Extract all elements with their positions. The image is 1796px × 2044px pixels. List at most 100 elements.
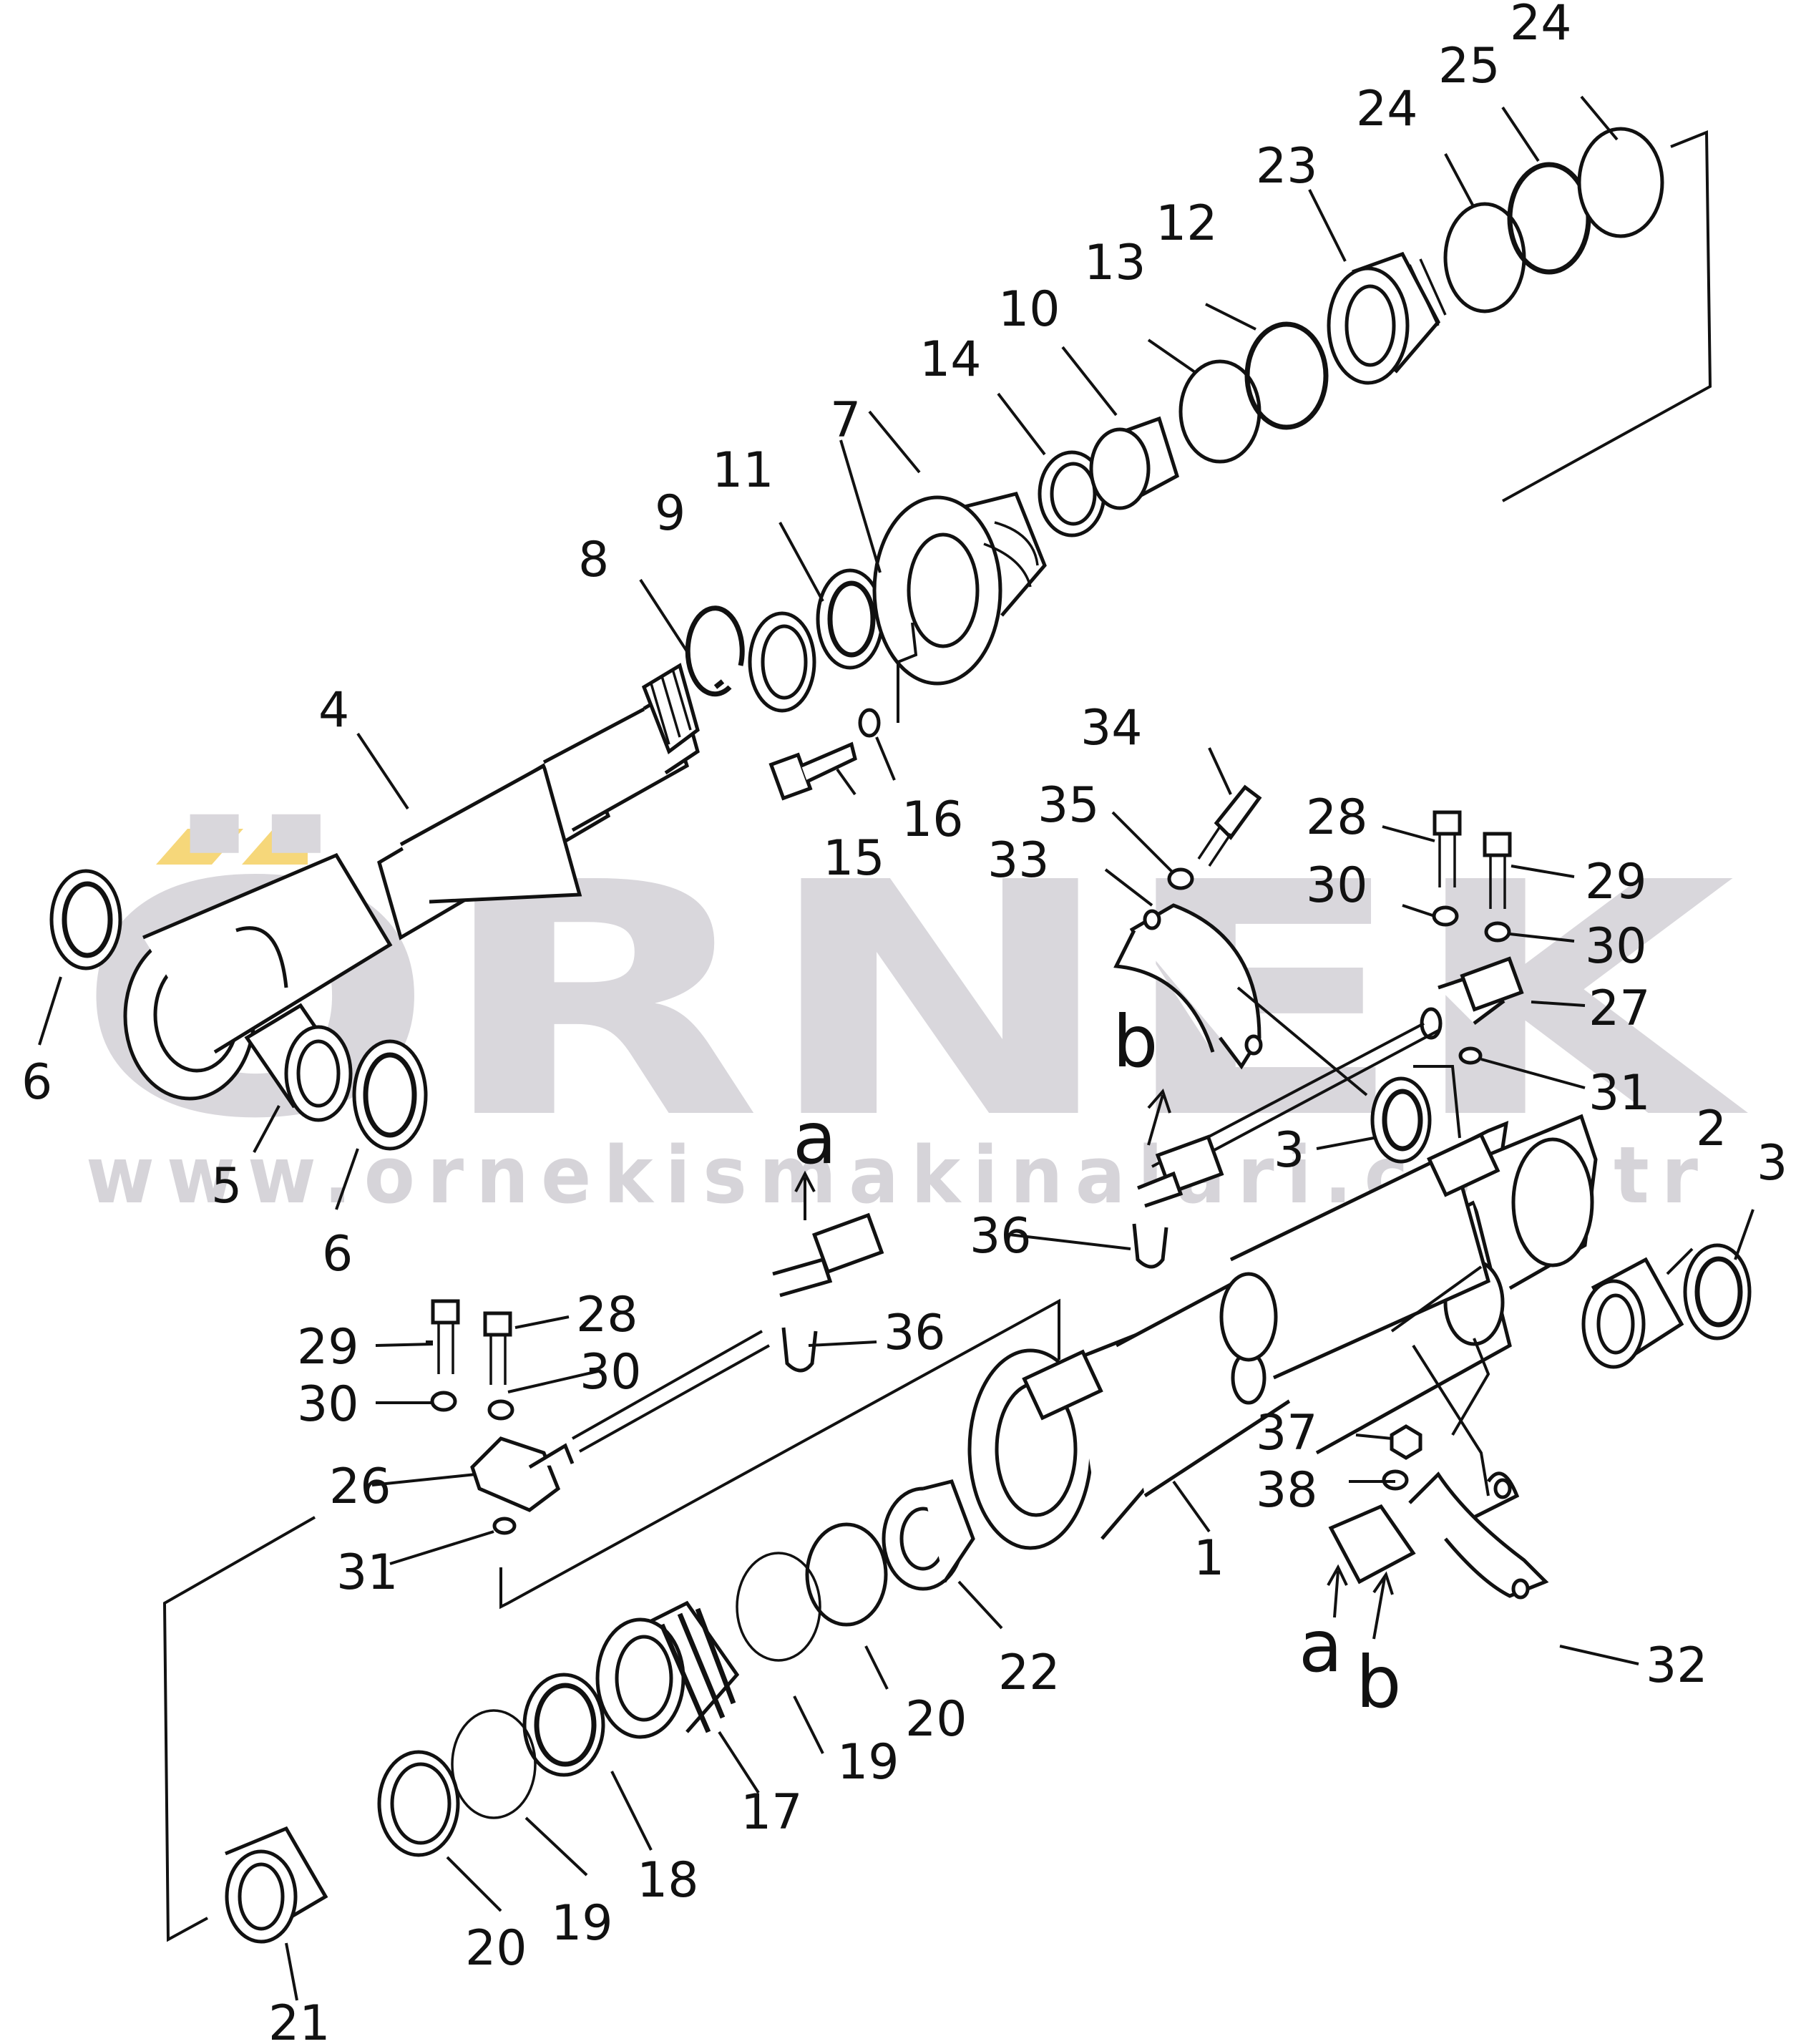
part-bolt-29-lower	[431, 1299, 460, 1374]
label-part-29: 29	[1585, 854, 1647, 910]
part-ring-24b	[1577, 127, 1664, 238]
part-ring-20b	[377, 1750, 460, 1857]
part-ring-12	[1244, 321, 1329, 430]
part-flange-27	[1420, 956, 1524, 1040]
label-part-24: 24	[1356, 81, 1418, 137]
part-seal-9	[748, 611, 816, 713]
part-ring-19a	[736, 1552, 821, 1662]
part-washer-35	[1167, 867, 1194, 890]
label-part-3: 3	[1274, 1122, 1304, 1179]
part-washer-30-lower-a	[430, 1391, 457, 1412]
part-bolt-28-upper	[1433, 810, 1462, 887]
label-part-4: 4	[318, 682, 349, 739]
label-part-15: 15	[823, 830, 885, 887]
label-part-30: 30	[297, 1376, 359, 1433]
part-plate-ab	[1328, 1504, 1416, 1585]
label-part-28: 28	[1306, 789, 1368, 846]
part-rod-thread	[641, 663, 700, 754]
label-part-36: 36	[884, 1305, 946, 1361]
watermark-accent-right	[242, 829, 308, 865]
part-seal-11	[816, 568, 884, 670]
part-bushing-14	[1038, 450, 1106, 537]
part-rod-eye	[123, 852, 393, 1101]
label-part-28: 28	[576, 1287, 638, 1343]
part-ring-19b	[451, 1709, 537, 1819]
part-bolt-28-lower	[483, 1311, 512, 1385]
part-clamp-32	[1408, 1471, 1549, 1600]
label-part-2: 2	[1696, 1101, 1727, 1157]
label-part-33: 33	[987, 832, 1050, 889]
label-part-10: 10	[998, 281, 1060, 338]
label-part-6: 6	[322, 1226, 353, 1283]
part-washer-30-lower-b	[487, 1399, 514, 1421]
part-bushing-2	[1581, 1257, 1684, 1369]
label-part-17: 17	[741, 1784, 803, 1841]
label-part-19: 19	[551, 1895, 613, 1952]
rod-assembly	[49, 127, 1712, 1151]
label-part-7: 7	[830, 392, 861, 449]
arrow-ref-b-top	[1147, 1089, 1171, 1146]
part-ubolt-36-lower	[781, 1327, 818, 1373]
ref-letter-a-bottom: a	[1299, 1605, 1342, 1688]
ref-letter-b-top: b	[1113, 1000, 1158, 1084]
part-piston-17	[595, 1600, 740, 1739]
label-part-30: 30	[580, 1344, 642, 1401]
part-washer-30-upper-a	[1432, 905, 1459, 927]
part-cylinder-head-7	[872, 492, 1047, 686]
label-part-19: 19	[837, 1734, 899, 1791]
label-part-36: 36	[970, 1208, 1032, 1265]
label-part-9: 9	[655, 485, 685, 542]
label-part-29: 29	[297, 1319, 359, 1376]
ref-letter-a-top: a	[793, 1096, 836, 1180]
label-part-37: 37	[1256, 1405, 1318, 1461]
label-part-22: 22	[998, 1645, 1060, 1701]
arrow-ref-b-bottom	[1372, 1571, 1394, 1640]
part-seal-10	[1089, 416, 1180, 510]
part-washer-16	[858, 708, 881, 738]
part-ring-20a	[805, 1522, 888, 1627]
arrow-ref-a-bottom	[1327, 1564, 1348, 1618]
piping	[430, 784, 1549, 1640]
label-part-23: 23	[1256, 138, 1318, 195]
label-part-1: 1	[1194, 1530, 1224, 1587]
label-part-20: 20	[465, 1920, 527, 1977]
leader-tube-fit	[499, 1298, 1060, 1610]
assembly-bracket-top	[1502, 130, 1712, 502]
part-flange-26	[470, 1436, 575, 1512]
label-part-8: 8	[578, 532, 609, 588]
label-part-31: 31	[336, 1544, 399, 1601]
label-part-25: 25	[1438, 38, 1500, 94]
part-dust-seal-3a	[1370, 1076, 1432, 1164]
leader-lines	[38, 95, 1754, 2001]
part-dust-seal-3b	[1683, 1243, 1752, 1340]
part-labels: 24 25 24 23 12 13 10 14 7 11 9 8 4 16 15…	[21, 0, 1787, 2044]
part-piston-nut-23	[1327, 251, 1447, 385]
label-part-38: 38	[1256, 1462, 1318, 1519]
label-part-26: 26	[329, 1459, 391, 1515]
tube-assembly	[162, 1076, 1752, 1944]
part-oring-31-upper	[1458, 1046, 1483, 1065]
part-nut-37	[1390, 1424, 1422, 1460]
part-bolt-29-upper	[1483, 832, 1512, 909]
label-part-31: 31	[1588, 1065, 1651, 1121]
label-part-27: 27	[1588, 980, 1651, 1037]
label-part-21: 21	[268, 1995, 331, 2044]
label-part-30: 30	[1585, 918, 1647, 975]
part-clamp-33	[1113, 903, 1263, 1070]
part-bolt-34	[1197, 784, 1262, 867]
part-piston-22	[882, 1479, 975, 1591]
assembly-bracket-bottom	[162, 1516, 316, 1942]
label-part-18: 18	[637, 1852, 699, 1909]
part-ring-25	[1507, 162, 1591, 275]
part-dust-seal-6a	[49, 869, 122, 970]
label-part-5: 5	[211, 1158, 242, 1215]
label-part-6: 6	[21, 1054, 52, 1111]
reference-letters: a b a b	[793, 1000, 1401, 1724]
arrow-ref-a-top	[794, 1170, 816, 1220]
label-part-16: 16	[902, 792, 964, 848]
label-part-3: 3	[1757, 1135, 1787, 1192]
part-snap-ring-8	[685, 605, 745, 697]
part-oring-31-lower	[492, 1517, 517, 1535]
label-part-30: 30	[1306, 857, 1368, 914]
